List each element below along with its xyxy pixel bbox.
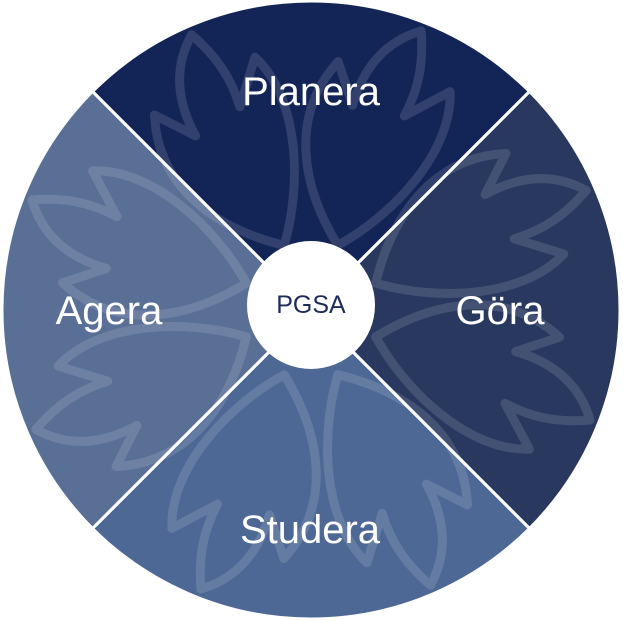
flower-petal-outline: [323, 370, 473, 590]
flower-petal-outline: [27, 166, 251, 320]
phase-label-planera: Planera: [242, 70, 381, 114]
flower-petal-outline: [167, 370, 321, 594]
flower-petal-outline: [371, 300, 595, 454]
flower-petal-outline: [371, 148, 591, 298]
center-label: PGSA: [276, 291, 346, 319]
phase-label-studera: Studera: [240, 508, 381, 552]
center-hub: [247, 241, 375, 369]
phase-label-gora: Göra: [456, 289, 546, 333]
flower-petal-outline: [301, 26, 455, 250]
quadrant-studera: [90, 307, 532, 621]
quadrant-planera: [90, 0, 532, 313]
flower-petal-outline: [149, 30, 299, 250]
quadrant-gora: [308, 89, 622, 531]
flower-petal-outline: [31, 322, 251, 472]
flower-watermark-icon: [27, 26, 595, 594]
phase-label-agera: Agera: [56, 289, 163, 333]
quadrant-agera: [0, 89, 314, 531]
